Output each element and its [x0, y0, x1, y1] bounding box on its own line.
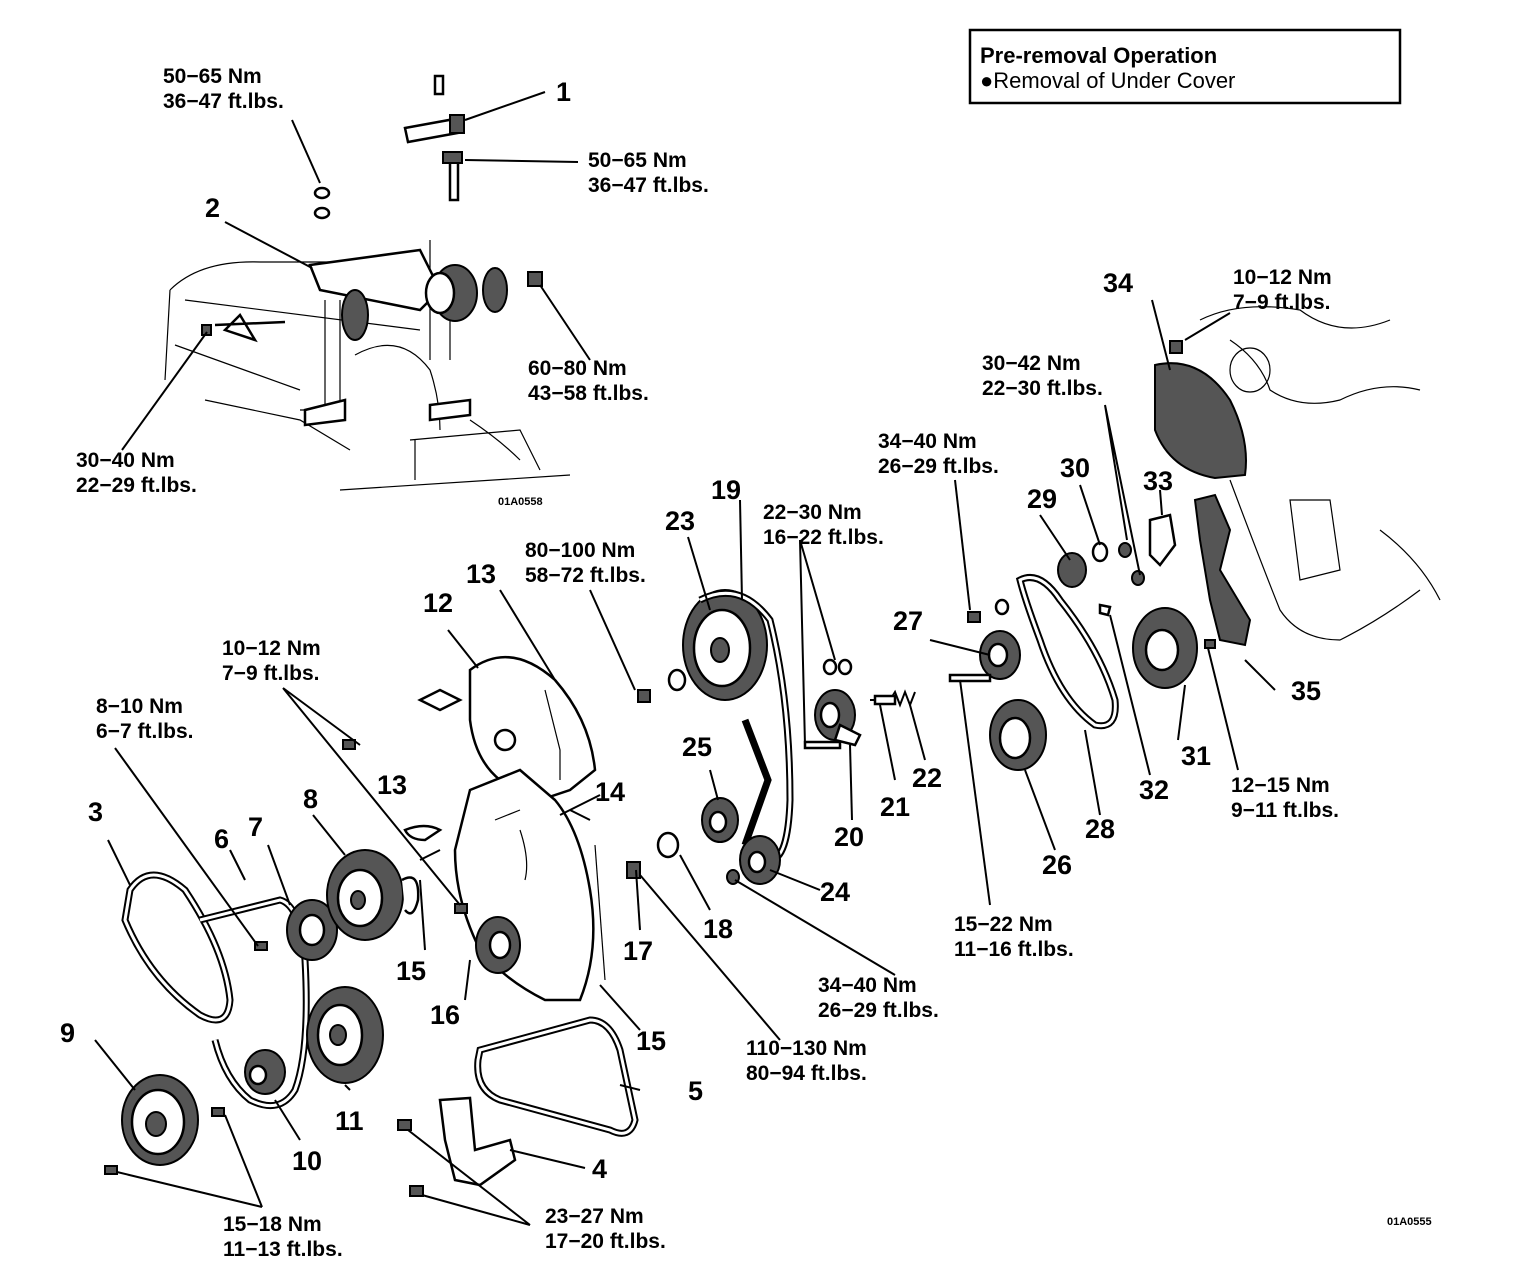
callout-15-left: 15: [396, 956, 426, 986]
callout-4: 4: [592, 1154, 607, 1184]
torque-12-ft: 9−11 ft.lbs.: [1231, 799, 1339, 822]
lower-parts: [397, 1016, 639, 1197]
timing-covers: [342, 655, 606, 1002]
callout-9: 9: [60, 1018, 75, 1048]
balancer-drive: [948, 306, 1441, 771]
torque-16-ft: 17−20 ft.lbs.: [545, 1230, 666, 1253]
callout-1: 1: [556, 77, 571, 107]
torque-labels: 50−65 Nm 36−47 ft.lbs. 50−65 Nm 36−47 ft…: [76, 65, 1339, 1261]
torque-2-ft: 36−47 ft.lbs.: [588, 174, 709, 197]
torque-11-nm: 8−10 Nm: [96, 695, 183, 718]
torque-1-nm: 50−65 Nm: [163, 65, 262, 88]
torque-14-nm: 34−40 Nm: [818, 974, 917, 997]
torque-10-ft: 7−9 ft.lbs.: [222, 662, 319, 685]
torque-6-nm: 30−42 Nm: [982, 352, 1081, 375]
torque-13-nm: 15−22 Nm: [954, 913, 1053, 936]
callout-13-lower: 13: [377, 770, 407, 800]
callout-26: 26: [1042, 850, 1072, 880]
torque-3-ft: 43−58 ft.lbs.: [528, 382, 649, 405]
torque-8-ft: 16−22 ft.lbs.: [763, 526, 884, 549]
torque-1-ft: 36−47 ft.lbs.: [163, 90, 284, 113]
torque-15-nm: 110−130 Nm: [746, 1037, 867, 1060]
callout-30: 30: [1060, 453, 1090, 483]
callout-3: 3: [88, 797, 103, 827]
torque-10-nm: 10−12 Nm: [222, 637, 321, 660]
engine-mount-inset: 01A0558: [164, 74, 571, 508]
leader-lines: [94, 91, 1276, 1226]
callout-12: 12: [423, 588, 453, 618]
torque-6-ft: 22−30 ft.lbs.: [982, 377, 1103, 400]
torque-9-nm: 80−100 Nm: [525, 539, 635, 562]
callout-5: 5: [688, 1076, 703, 1106]
torque-4-nm: 30−40 Nm: [76, 449, 175, 472]
torque-7-ft: 26−29 ft.lbs.: [878, 455, 999, 478]
torque-2-nm: 50−65 Nm: [588, 149, 687, 172]
callout-19: 19: [711, 475, 741, 505]
callout-33: 33: [1143, 466, 1173, 496]
callout-22: 22: [912, 763, 942, 793]
callout-16: 16: [430, 1000, 460, 1030]
accessory-drive: [104, 849, 420, 1175]
callout-27: 27: [893, 606, 923, 636]
timing-belt-area: [626, 589, 916, 885]
callout-24: 24: [820, 877, 850, 907]
callout-17: 17: [623, 936, 653, 966]
callout-7: 7: [248, 812, 263, 842]
callout-34: 34: [1103, 268, 1133, 298]
pre-removal-item: ●Removal of Under Cover: [980, 68, 1235, 93]
callout-10: 10: [292, 1146, 322, 1176]
callout-15-right: 15: [636, 1026, 666, 1056]
torque-7-nm: 34−40 Nm: [878, 430, 977, 453]
torque-5-nm: 10−12 Nm: [1233, 266, 1332, 289]
torque-17-ft: 11−13 ft.lbs.: [223, 1238, 343, 1261]
callout-21: 21: [880, 792, 910, 822]
callout-23: 23: [665, 506, 695, 536]
torque-3-nm: 60−80 Nm: [528, 357, 627, 380]
torque-11-ft: 6−7 ft.lbs.: [96, 720, 193, 743]
part-callouts: 1 2 3 4 5 6 7 8 9 10 11 12 13 13 14 15 1…: [60, 77, 1321, 1184]
torque-9-ft: 58−72 ft.lbs.: [525, 564, 646, 587]
callout-20: 20: [834, 822, 864, 852]
callout-11: 11: [335, 1106, 364, 1136]
callout-8: 8: [303, 784, 318, 814]
callout-32: 32: [1139, 775, 1169, 805]
pre-removal-box: Pre-removal Operation ●Removal of Under …: [968, 28, 1402, 105]
torque-4-ft: 22−29 ft.lbs.: [76, 474, 197, 497]
callout-2: 2: [205, 193, 220, 223]
callout-35: 35: [1291, 676, 1321, 706]
torque-14-ft: 26−29 ft.lbs.: [818, 999, 939, 1022]
callout-13-upper: 13: [466, 559, 496, 589]
torque-12-nm: 12−15 Nm: [1231, 774, 1330, 797]
callout-18: 18: [703, 914, 733, 944]
torque-13-ft: 11−16 ft.lbs.: [954, 938, 1074, 961]
torque-15-ft: 80−94 ft.lbs.: [746, 1062, 867, 1085]
pre-removal-title: Pre-removal Operation: [980, 43, 1217, 68]
callout-6: 6: [214, 824, 229, 854]
callout-25: 25: [682, 732, 712, 762]
main-image-code: 01A0555: [1387, 1216, 1432, 1228]
callout-31: 31: [1181, 741, 1211, 771]
inset-image-code: 01A0558: [498, 496, 543, 508]
callout-28: 28: [1085, 814, 1115, 844]
callout-14: 14: [595, 777, 625, 807]
torque-5-ft: 7−9 ft.lbs.: [1233, 291, 1330, 314]
callout-29: 29: [1027, 484, 1057, 514]
torque-17-nm: 15−18 Nm: [223, 1213, 322, 1236]
torque-8-nm: 22−30 Nm: [763, 501, 862, 524]
torque-16-nm: 23−27 Nm: [545, 1205, 644, 1228]
